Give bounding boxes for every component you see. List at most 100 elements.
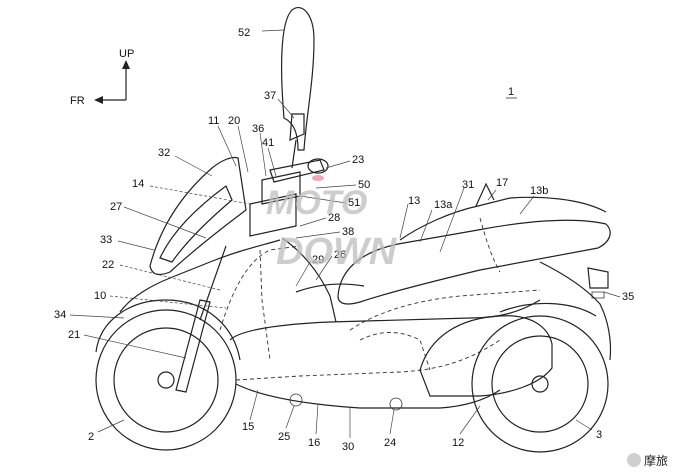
label-17: 17 xyxy=(496,177,508,189)
leader-14 xyxy=(149,185,251,205)
leader-52 xyxy=(261,29,285,32)
label-2: 2 xyxy=(88,431,94,443)
label-35: 35 xyxy=(622,291,634,303)
steering-stem xyxy=(199,245,227,321)
leader-32 xyxy=(174,155,213,177)
leader-36 xyxy=(259,132,267,177)
label-27: 27 xyxy=(110,201,122,213)
label-22: 22 xyxy=(102,259,114,271)
leader-17 xyxy=(487,189,497,201)
frame-dashed-lower xyxy=(235,339,501,381)
leader-28 xyxy=(299,217,327,227)
engine-unit xyxy=(419,315,553,397)
label-21: 21 xyxy=(68,329,80,341)
leader-41 xyxy=(267,147,277,177)
seat-hump xyxy=(475,182,495,207)
under-cover xyxy=(235,383,501,409)
leader-27 xyxy=(123,206,207,239)
label-38: 38 xyxy=(342,226,354,238)
label-51: 51 xyxy=(348,197,360,209)
leader-34 xyxy=(69,314,125,319)
label-11: 11 xyxy=(208,115,219,127)
frame-dashed-seat xyxy=(479,217,501,273)
pivot-25 xyxy=(289,393,303,407)
source-logo-icon xyxy=(627,453,641,467)
label-31: 31 xyxy=(462,179,474,191)
engine-dashed xyxy=(359,332,431,371)
label-52: 52 xyxy=(238,27,250,39)
front-arrow-head xyxy=(94,96,103,104)
label-16: 16 xyxy=(308,437,320,449)
frame-dashed-rear xyxy=(349,289,541,331)
leader-20 xyxy=(237,125,249,173)
leader-2 xyxy=(97,419,125,433)
front-rim xyxy=(113,327,219,433)
rear-hub xyxy=(531,375,549,393)
leader-35 xyxy=(603,291,621,298)
mirror xyxy=(289,113,305,141)
rear-fender xyxy=(499,302,597,317)
leader-37 xyxy=(277,98,295,119)
leader-21 xyxy=(83,334,187,359)
seat-top-line xyxy=(399,196,607,241)
label-28: 28 xyxy=(328,212,340,224)
direction-indicator: UP FR xyxy=(70,48,134,107)
label-50: 50 xyxy=(358,179,370,191)
tail-light xyxy=(587,267,609,289)
meter-housing xyxy=(249,193,297,237)
leader-31 xyxy=(439,187,465,253)
rear-wheel xyxy=(471,315,609,453)
floor-board xyxy=(229,299,541,341)
leader-25 xyxy=(285,405,295,429)
leader-15 xyxy=(249,389,259,421)
leader-12 xyxy=(459,405,481,435)
reference-labels: 52 37 11 20 36 41 23 32 14 50 51 31 17 1… xyxy=(54,27,634,453)
label-10: 10 xyxy=(94,290,106,302)
label-12: 12 xyxy=(452,437,464,449)
label-37: 37 xyxy=(264,90,276,102)
front-wheel xyxy=(95,309,237,451)
leader-3 xyxy=(575,419,593,431)
label-3: 3 xyxy=(596,429,602,441)
leader-29 xyxy=(295,261,311,287)
label-24: 24 xyxy=(384,437,396,449)
leader-38 xyxy=(295,231,341,239)
headlight xyxy=(159,185,233,263)
leader-26 xyxy=(315,255,333,281)
label-13a: 13a xyxy=(434,199,453,211)
source-tag: 摩旅 xyxy=(627,453,668,468)
source-tag-text: 摩旅 xyxy=(644,453,668,468)
watermark: MOTO DOWN xyxy=(266,184,398,273)
up-label: UP xyxy=(119,48,134,60)
leader-22 xyxy=(119,264,221,291)
leader-13b xyxy=(519,195,535,215)
up-arrow-head xyxy=(122,60,130,69)
rear-body xyxy=(539,261,612,361)
front-label: FR xyxy=(70,95,85,107)
figure-number: 1 xyxy=(508,86,514,98)
label-13b: 13b xyxy=(530,185,548,197)
front-hub xyxy=(157,371,175,389)
label-32: 32 xyxy=(158,147,170,159)
front-cowl xyxy=(149,156,247,276)
label-23: 23 xyxy=(352,154,364,166)
leader-lines xyxy=(69,29,621,438)
seat xyxy=(337,219,611,305)
pivot-24 xyxy=(389,397,403,411)
leader-13a xyxy=(419,209,433,243)
leader-11 xyxy=(217,125,237,167)
leader-13 xyxy=(399,203,409,239)
windscreen xyxy=(281,7,315,151)
label-41: 41 xyxy=(262,137,274,149)
grip xyxy=(307,158,329,174)
label-13: 13 xyxy=(408,195,420,207)
label-26: 26 xyxy=(334,249,346,261)
frame-dashed-down xyxy=(259,249,271,361)
front-fender-upper xyxy=(119,239,281,313)
inner-cover xyxy=(281,237,337,323)
label-29: 29 xyxy=(312,254,324,266)
label-15: 15 xyxy=(242,421,254,433)
label-25: 25 xyxy=(278,431,290,443)
leader-33 xyxy=(117,240,155,251)
